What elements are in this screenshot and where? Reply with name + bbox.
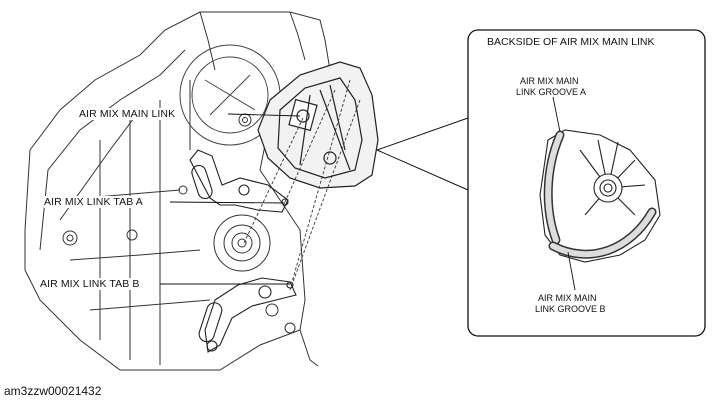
label-air-mix-main-link: AIR MIX MAIN LINK (79, 108, 176, 120)
projection-lines (243, 79, 361, 291)
air-mix-main-link (257, 61, 379, 189)
inset-connector (376, 117, 469, 191)
housing-outline (24, 11, 331, 371)
label-air-mix-link-tab-b: AIR MIX LINK TAB B (40, 278, 140, 290)
label-groove-b-line1: AIR MIX MAIN (538, 293, 597, 303)
housing-bosses (62, 113, 296, 334)
label-groove-b-line2: LINK GROOVE B (535, 304, 606, 314)
inset-leader-lines (552, 96, 576, 291)
leader-lines (160, 113, 301, 285)
label-air-mix-link-tab-a: AIR MIX LINK TAB A (44, 196, 143, 208)
servo-hub (213, 214, 271, 272)
inset-link-backside (539, 129, 661, 263)
link-tab-b-arm (198, 277, 297, 353)
label-groove-a-line1: AIR MIX MAIN (520, 76, 579, 86)
label-groove-a-line2: LINK GROOVE A (516, 87, 587, 97)
inset-title: BACKSIDE OF AIR MIX MAIN LINK (487, 36, 655, 48)
link-tab-a-arm (189, 149, 289, 213)
figure-id-caption: am3zzw00021432 (4, 384, 102, 398)
